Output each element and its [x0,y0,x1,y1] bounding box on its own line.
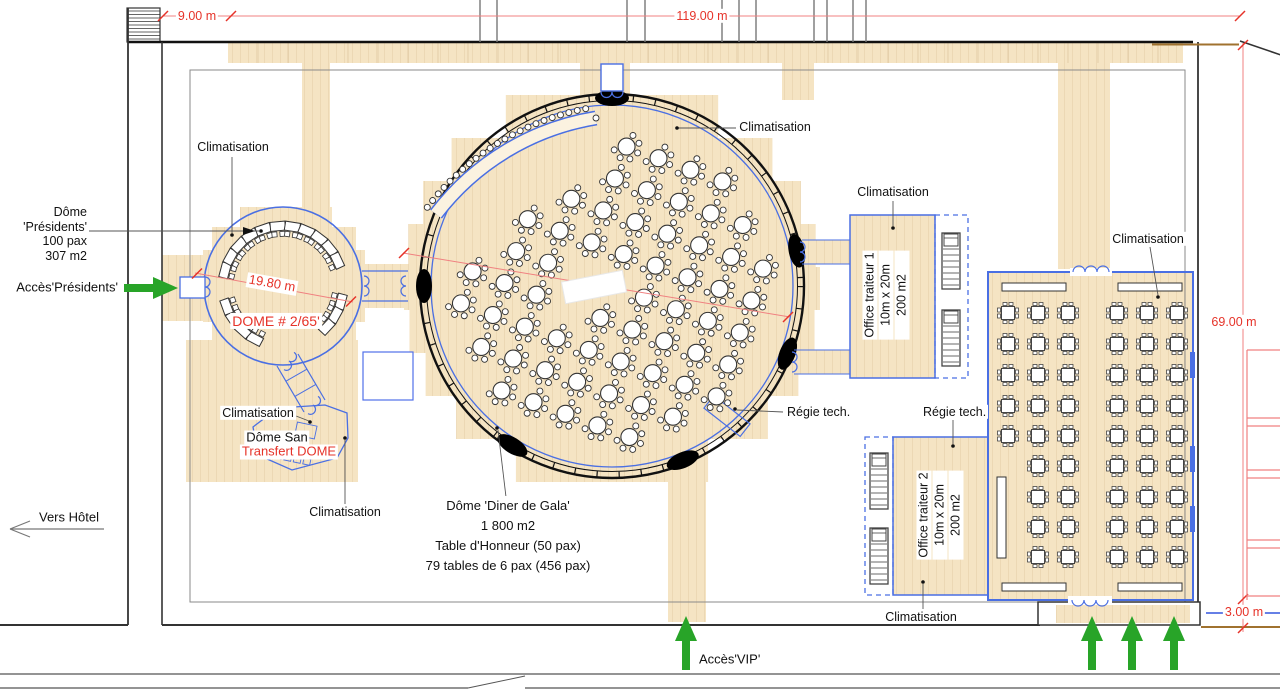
label-dome-san: Dôme San [244,429,310,446]
dome-presidents-capacity: 100 pax [2,234,88,249]
stage [560,269,628,305]
label-regie-tech-1: Régie tech. [785,404,853,420]
dim-119m: 119.00 m [674,8,730,24]
label-climatisation-right-hall: Climatisation [1110,231,1186,247]
label-regie-tech-2: Régie tech. [921,404,989,420]
dome-presidents [179,206,408,471]
label-climatisation-office1: Climatisation [855,184,931,200]
dim-69m: 69.00 m [1209,314,1259,330]
dome-gala-name: Dôme 'Diner de Gala' [408,496,608,516]
office2-size: 10m x 20m [932,470,948,560]
label-climatisation-office2: Climatisation [883,609,959,625]
label-transfert-dome: Transfert DOME [239,443,339,460]
office1-size: 10m x 20m [878,250,894,340]
floor-areas [162,43,1193,622]
leaders [9,126,1160,609]
dome-gala-area: 1 800 m2 [408,516,608,536]
label-office-traiteur-1: Office traiteur 1 10m x 20m 200 m2 [862,250,911,340]
label-dome-ref: DOME # 2/65' [230,312,322,330]
label-climatisation-dome-san: Climatisation [220,405,296,421]
dome-gala-tables: 79 tables de 6 pax (456 pax) [408,556,608,576]
label-climatisation-south: Climatisation [307,504,383,520]
dome-gala [416,63,850,480]
gala-tables [445,132,779,453]
dome-presidents-area: 307 m2 [2,248,88,263]
office2-area: 200 m2 [948,470,964,560]
right-hall [987,265,1195,607]
label-dome-presidents: Dôme 'Présidents' 100 pax 307 m2 [2,205,88,263]
dim-3m: 3.00 m [1222,604,1266,620]
label-vers-hotel: Vers Hôtel [37,509,101,526]
label-office-traiteur-2: Office traiteur 2 10m x 20m 200 m2 [916,470,965,560]
dome-presidents-name: Dôme 'Présidents' [2,205,88,234]
dome-gala-head-table: Table d'Honneur (50 pax) [408,536,608,556]
office2-name: Office traiteur 2 [916,470,932,560]
office1-area: 200 m2 [894,250,910,340]
office1-name: Office traiteur 1 [862,250,878,340]
label-dome-gala: Dôme 'Diner de Gala' 1 800 m2 Table d'Ho… [408,496,608,576]
label-acces-presidents: Accès'Présidents' [14,279,120,296]
label-acces-vip: Accès'VIP' [697,651,763,668]
offices [849,214,989,596]
access-arrows [124,277,1185,670]
label-climatisation-gala-dome: Climatisation [737,119,813,135]
dim-9m: 9.00 m [175,8,219,24]
label-climatisation-small-dome: Climatisation [195,139,271,155]
